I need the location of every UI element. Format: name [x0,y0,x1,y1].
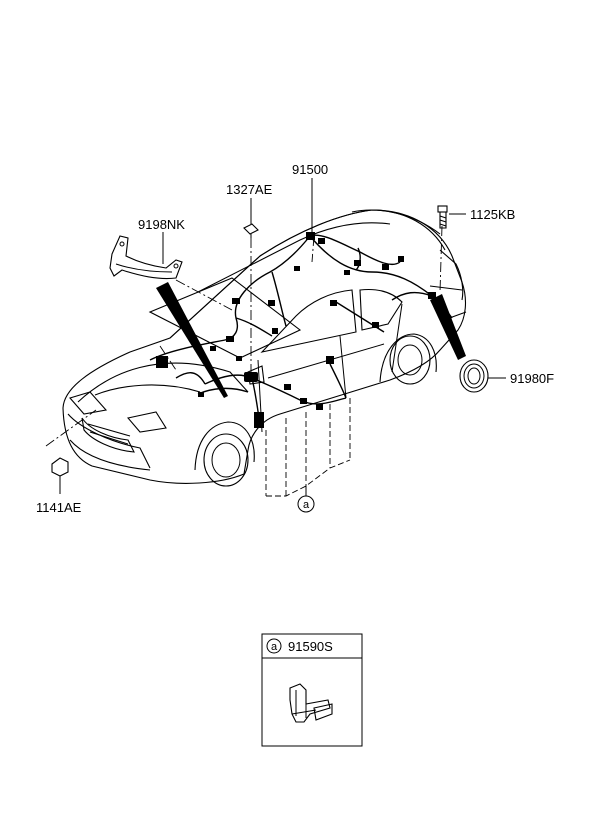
clip-a-dashed-bracket [265,398,351,497]
detail-part-number: 91590S [288,639,333,654]
label-9198nk: 9198NK [138,217,185,232]
grommet-91980f [459,359,489,393]
wedge-pointers [156,282,466,398]
label-1125kb: 1125KB [470,207,515,222]
label-1327ae: 1327AE [226,182,273,197]
leader-lines [45,178,506,494]
label-91980f: 91980F [510,371,554,386]
clip-1327ae [243,223,259,238]
ref-a-letter: a [303,499,310,511]
bracket-9198nk [109,235,183,280]
detail-box: a 91590S [261,633,363,747]
label-91500: 91500 [292,162,328,177]
ref-a-badge: a [297,495,315,513]
bolt-1125kb [437,205,448,229]
clip-91590s-drawing [289,683,333,723]
car-body [62,209,467,487]
detail-badge-letter: a [271,641,278,653]
bolt-1141ae [51,457,69,484]
label-1141ae: 1141AE [36,500,82,515]
wiring-harness [149,232,453,428]
